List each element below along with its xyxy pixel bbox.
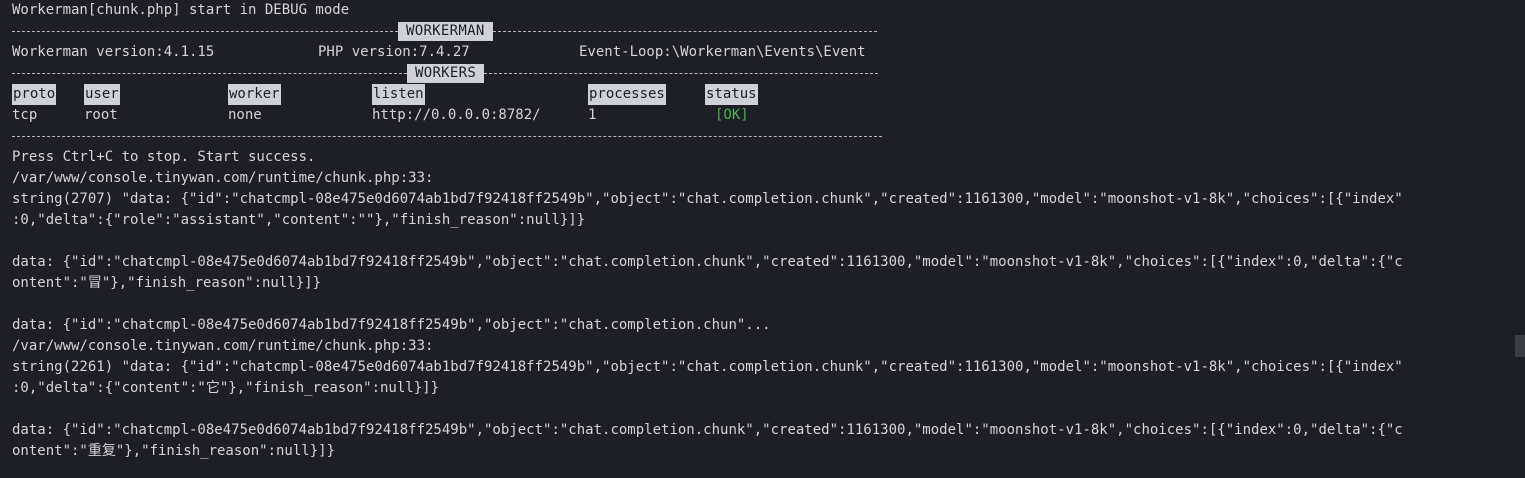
separator-dashes-right bbox=[492, 31, 877, 32]
startup-status-line: Workerman[chunk.php] start in DEBUG mode bbox=[12, 2, 350, 18]
log-line: Press Ctrl+C to stop. Start success. bbox=[12, 149, 316, 165]
event-loop: Event-Loop:\Workerman\Events\Event bbox=[579, 44, 866, 60]
workerman-separator: WORKERMAN bbox=[12, 21, 1507, 42]
column-header-user: user bbox=[84, 84, 120, 105]
worker-name: none bbox=[228, 107, 262, 123]
log-line: data: {"id":"chatcmpl-08e475e0d6074ab1bd… bbox=[12, 317, 771, 333]
worker-status-ok: [OK] bbox=[715, 107, 749, 123]
column-header-proto: proto bbox=[12, 84, 57, 105]
log-line: string(2707) "data: {"id":"chatcmpl-08e4… bbox=[12, 191, 1403, 207]
log-line: ontent":"重复"},"finish_reason":null}]} bbox=[12, 443, 336, 459]
column-header-worker: worker bbox=[228, 84, 281, 105]
separator-dashes-left bbox=[12, 73, 407, 74]
workers-label: WORKERS bbox=[407, 64, 485, 83]
worker-proto: tcp bbox=[12, 107, 38, 123]
scrollbar-thumb[interactable] bbox=[1515, 335, 1525, 357]
worker-row: tcp root none http://0.0.0.0:8782/ 1 [OK… bbox=[12, 105, 1507, 126]
php-version: PHP version:7.4.27 bbox=[318, 44, 470, 60]
column-header-listen: listen bbox=[372, 84, 425, 105]
log-line bbox=[12, 231, 1507, 252]
log-line: string(2261) "data: {"id":"chatcmpl-08e4… bbox=[12, 359, 1403, 375]
workers-separator: WORKERS bbox=[12, 63, 1507, 84]
log-line: data: {"id":"chatcmpl-08e475e0d6074ab1bd… bbox=[12, 422, 1403, 438]
workerman-label: WORKERMAN bbox=[398, 22, 493, 41]
log-line bbox=[12, 294, 1507, 315]
log-line: /var/www/console.tinywan.com/runtime/chu… bbox=[12, 170, 434, 186]
bottom-separator bbox=[12, 126, 1507, 147]
workerman-version: Workerman version:4.1.15 bbox=[12, 44, 215, 60]
log-line bbox=[12, 399, 1507, 420]
log-line: ontent":"冒"},"finish_reason":null}]} bbox=[12, 275, 322, 291]
worker-listen: http://0.0.0.0:8782/ bbox=[372, 107, 541, 123]
separator-dashes-left bbox=[12, 31, 398, 32]
workers-header-row: proto user worker listen processes statu… bbox=[12, 84, 1507, 105]
worker-processes: 1 bbox=[588, 107, 597, 123]
log-line: :0,"delta":{"content":"它"},"finish_reaso… bbox=[12, 380, 440, 396]
worker-user: root bbox=[84, 107, 118, 123]
log-line: data: {"id":"chatcmpl-08e475e0d6074ab1bd… bbox=[12, 254, 1403, 270]
log-line: /var/www/console.tinywan.com/runtime/chu… bbox=[12, 338, 434, 354]
separator-dashes bbox=[12, 136, 882, 137]
separator-dashes-right bbox=[484, 73, 879, 74]
terminal-output: Workerman[chunk.php] start in DEBUG mode… bbox=[12, 0, 1507, 462]
log-line: :0,"delta":{"role":"assistant","content"… bbox=[12, 212, 586, 228]
column-header-processes: processes bbox=[588, 84, 666, 105]
column-header-status: status bbox=[705, 84, 758, 105]
version-info-row: Workerman version:4.1.15 PHP version:7.4… bbox=[12, 42, 1507, 63]
